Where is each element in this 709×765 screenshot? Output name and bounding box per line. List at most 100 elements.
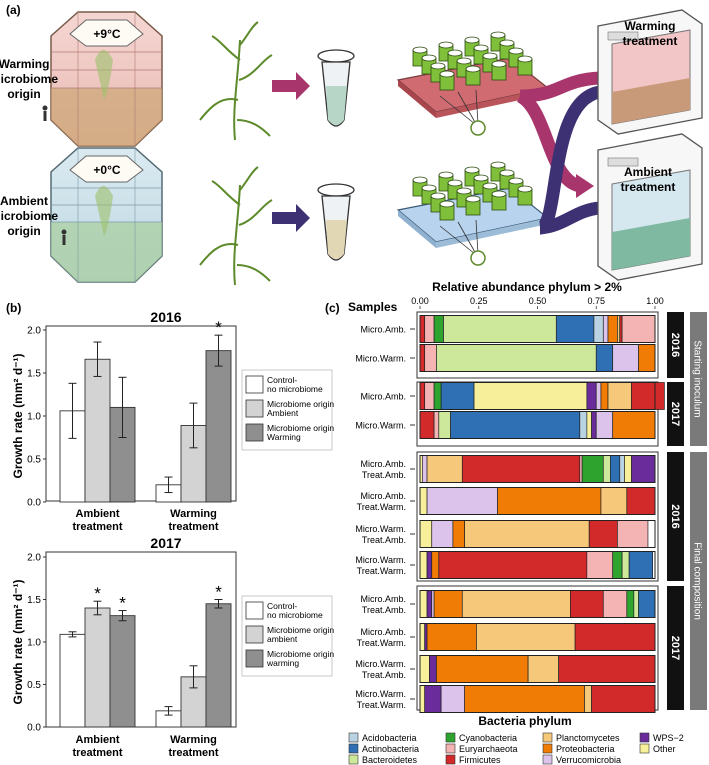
stack-segment xyxy=(609,455,621,483)
stack-segment xyxy=(612,344,639,372)
legend-label: Cyanobacteria xyxy=(459,733,517,743)
y-tick-label: 0.5 xyxy=(27,455,41,466)
y-tick-label: 0.0 xyxy=(27,723,41,734)
bar xyxy=(59,633,86,728)
stack-segment xyxy=(431,520,454,548)
culture-cup xyxy=(464,36,480,44)
stack-segment xyxy=(443,315,557,343)
warming-chamber-icon xyxy=(50,11,163,147)
culture-cup xyxy=(412,46,428,54)
year-strip-label: 2017 xyxy=(669,636,681,660)
stack-segment xyxy=(424,623,428,651)
stack-segment xyxy=(628,551,654,579)
culture-cup xyxy=(473,174,489,182)
culture-cup xyxy=(412,176,428,184)
panel-a-label: (a) xyxy=(6,3,21,17)
category-label: Ambient xyxy=(76,734,120,746)
stack-segment xyxy=(450,411,581,439)
legend-swatch xyxy=(348,732,359,743)
y-axis-label: Growth rate (mm² d⁻¹) xyxy=(11,579,25,704)
stack-segment xyxy=(558,655,656,683)
culture-cup xyxy=(421,54,437,62)
sample-label: Treat.Amb. xyxy=(362,670,406,680)
stack-segment xyxy=(433,590,463,618)
stack-segment xyxy=(600,487,628,515)
ambient-treatment-line2: treatment xyxy=(621,180,676,194)
x-tick-label: 0.75 xyxy=(587,296,605,306)
stack-segment xyxy=(419,520,433,548)
legend-swatch xyxy=(542,732,553,743)
panel-c-label: (c) xyxy=(325,301,340,315)
x-tick-label: 0.00 xyxy=(411,296,429,306)
moss-sample-icon xyxy=(470,120,486,136)
legend-label: Other xyxy=(653,744,676,754)
stack-segment xyxy=(464,520,590,548)
culture-cup xyxy=(490,31,506,39)
legend-swatch xyxy=(639,743,650,754)
legend-label: Microbiome origin xyxy=(267,423,334,433)
culture-cup xyxy=(421,184,437,192)
legend-label: Bacteroidetes xyxy=(362,755,418,765)
legend-label: Proteobacteria xyxy=(556,744,615,754)
legend-label: no microbiome xyxy=(267,384,323,394)
sample-label: Treat.Warm. xyxy=(357,502,406,512)
stack-segment xyxy=(633,590,639,618)
culture-cup xyxy=(439,70,455,78)
culture-cup xyxy=(456,187,472,195)
sample-label: Treat.Warm. xyxy=(357,566,406,576)
sample-tube-icon xyxy=(317,183,355,261)
culture-cup xyxy=(473,44,489,52)
sample-label: Treat.Warm. xyxy=(357,638,406,648)
bar-outline xyxy=(419,315,656,343)
panel-a-illustration: (a) +9°C Warming microbiome origin xyxy=(0,3,703,286)
bar-outline xyxy=(419,623,656,651)
moss-plant-icon xyxy=(199,21,273,141)
bar-outline xyxy=(419,455,656,483)
culture-cup xyxy=(517,185,533,193)
culture-cups xyxy=(412,31,533,91)
type-strip xyxy=(690,452,707,710)
warming-incubator-icon xyxy=(597,9,703,135)
stack-segment xyxy=(591,411,597,439)
bar xyxy=(205,603,232,728)
sample-label: Micro.Warm. xyxy=(355,659,406,669)
legend-swatch xyxy=(245,399,264,418)
stack-segment xyxy=(433,315,444,343)
legend-label: Control- xyxy=(267,601,297,611)
bar xyxy=(205,350,232,503)
stack-segment xyxy=(440,685,465,713)
category-label: Warming xyxy=(170,508,217,520)
stack-segment xyxy=(624,455,632,483)
y-axis-label: Growth rate (mm² d⁻¹) xyxy=(11,353,25,478)
sample-label: Micro.Warm. xyxy=(355,421,406,431)
stack-segment xyxy=(631,382,665,410)
stack-segment xyxy=(607,315,618,343)
stack-segment xyxy=(461,590,571,618)
year-strip-label: 2016 xyxy=(669,333,681,357)
stack-segment xyxy=(419,590,428,618)
stack-segment xyxy=(619,455,625,483)
legend-label: Verrucomicrobia xyxy=(556,755,621,765)
stack-segment xyxy=(419,685,426,713)
sample-label: Micro.Amb. xyxy=(360,491,406,501)
sample-label: Micro.Amb. xyxy=(360,627,406,637)
sample-label: Micro.Amb. xyxy=(360,459,406,469)
significance-star: * xyxy=(215,583,222,602)
culture-cup xyxy=(499,39,515,47)
stack-segment xyxy=(579,455,583,483)
stack-segment xyxy=(602,315,609,343)
legend-swatch xyxy=(245,625,264,644)
y-tick-label: 1.5 xyxy=(27,369,41,380)
stack-segment xyxy=(579,411,588,439)
stack-segment xyxy=(426,551,433,579)
arrow-icon xyxy=(272,204,310,232)
sample-label: Micro.Warm. xyxy=(355,354,406,364)
warming-treatment-line1: Warming xyxy=(625,19,676,33)
culture-cup xyxy=(430,62,446,70)
bar-outline xyxy=(419,655,656,683)
moss-plant-icon xyxy=(199,166,273,286)
chart-title: 2017 xyxy=(150,535,181,551)
connector-lines xyxy=(439,89,479,255)
person-icon xyxy=(61,229,67,245)
